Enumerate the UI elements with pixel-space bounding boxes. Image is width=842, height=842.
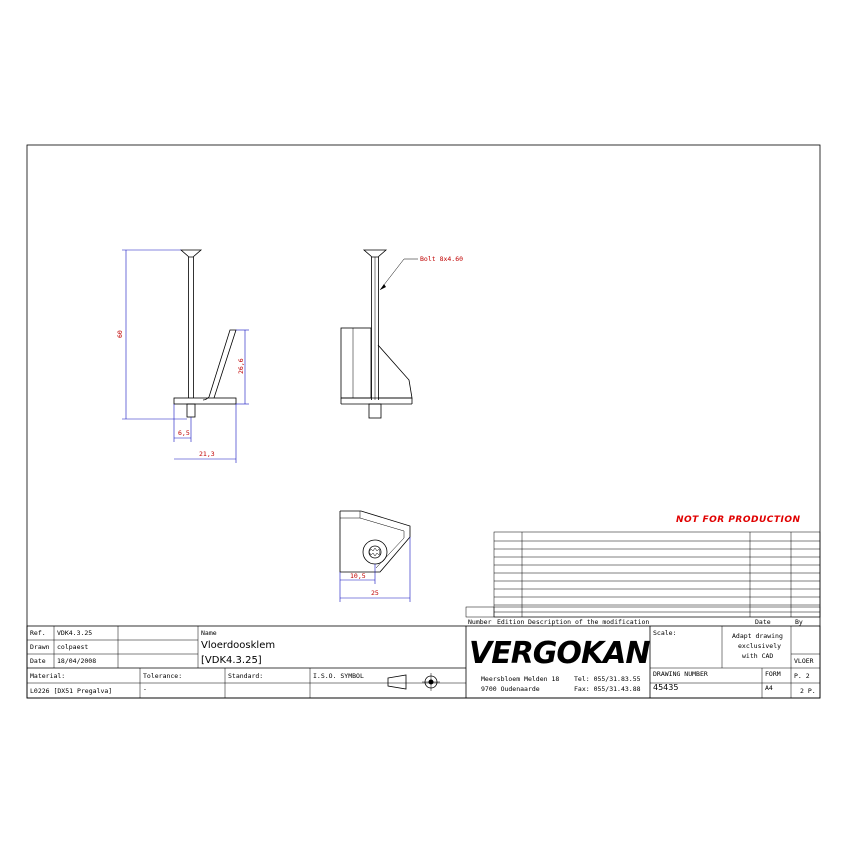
address-line-2: 9700 Oudenaarde: [481, 685, 540, 693]
note-line-1: Adapt drawing: [732, 632, 783, 640]
drawn-label: Drawn: [30, 643, 50, 651]
dim-height-total: 60: [116, 330, 124, 338]
scale-label: Scale:: [653, 629, 676, 637]
dim-height-arm: 26,6: [237, 358, 245, 374]
side-view: Bolt 8x4.60: [340, 249, 463, 419]
date-label: Date: [30, 657, 46, 665]
drawing-number-value: 45435: [653, 683, 678, 692]
vloer-label: VLOER: [794, 657, 814, 665]
dim-offset: 6,5: [178, 429, 190, 437]
vergokan-logo: VERGOKAN: [469, 636, 650, 671]
telephone: Tel: 055/31.83.55: [574, 675, 641, 683]
bolt-label: Bolt 8x4.60: [420, 255, 463, 263]
rev-col-number: Number: [468, 618, 492, 626]
rev-col-date: Date: [755, 618, 771, 626]
dim-bottom-width: 25: [371, 589, 379, 597]
page-number: P. 2: [794, 672, 810, 680]
rev-col-description: Description of the modification: [528, 618, 649, 626]
iso-symbol-label: I.S.O. SYMBOL: [313, 672, 364, 680]
ref-label: Ref.: [30, 629, 46, 637]
rev-col-edition: Edition: [497, 618, 524, 626]
rev-col-by: By: [795, 618, 803, 626]
address-line-1: Meersbloem Melden 18: [481, 675, 559, 683]
projection-cone-icon: [387, 674, 407, 690]
date-value: 18/04/2008: [57, 657, 96, 665]
name-label: Name: [201, 629, 217, 637]
tolerance-label: Tolerance:: [143, 672, 182, 680]
material-value: L0226 [DX51 Pregalva]: [30, 687, 112, 695]
title-block: Ref. VDK4.3.25 Drawn colpaest Date 18/04…: [26, 625, 821, 699]
dim-bottom-offset: 10,5: [350, 572, 366, 580]
part-code: [VDK4.3.25]: [201, 655, 262, 666]
standard-label: Standard:: [228, 672, 263, 680]
bottom-view: 10,5 25: [339, 510, 411, 602]
form-value: A4: [765, 684, 773, 692]
note-line-3: with CAD: [742, 652, 773, 660]
fax: Fax: 055/31.43.88: [574, 685, 641, 693]
tolerance-value: -: [143, 685, 147, 693]
form-label: FORM: [765, 670, 781, 678]
page-total: 2 P.: [800, 687, 816, 695]
revision-table: Number Edition Description of the modifi…: [465, 531, 821, 626]
part-name: Vloerdoosklem: [201, 640, 275, 651]
drawing-frame: [26, 144, 821, 699]
note-line-2: exclusively: [738, 642, 781, 650]
material-label: Material:: [30, 672, 65, 680]
dim-width: 21,3: [199, 450, 215, 458]
drawn-value: colpaest: [57, 643, 88, 651]
not-for-production-stamp: NOT FOR PRODUCTION: [676, 515, 801, 525]
drawing-number-label: DRAWING NUMBER: [653, 670, 708, 678]
front-view: 60 26,6 6,5 21,3: [116, 249, 249, 463]
ref-value: VDK4.3.25: [57, 629, 92, 637]
